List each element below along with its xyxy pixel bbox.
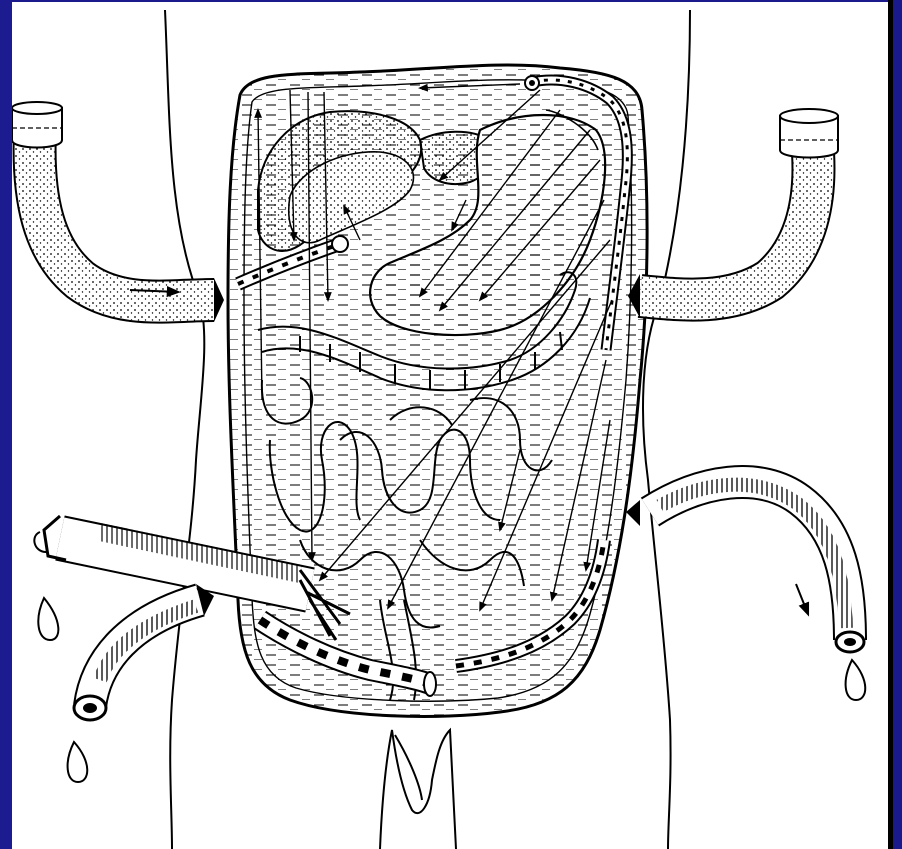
left-inflow-tube	[12, 102, 224, 322]
left-lower-drain	[68, 584, 214, 782]
right-inflow-tube	[628, 109, 838, 318]
frame-right-band	[893, 0, 902, 849]
right-outflow-drain	[626, 482, 865, 700]
frame-left-band	[0, 0, 12, 849]
lavage-illustration	[12, 2, 888, 849]
